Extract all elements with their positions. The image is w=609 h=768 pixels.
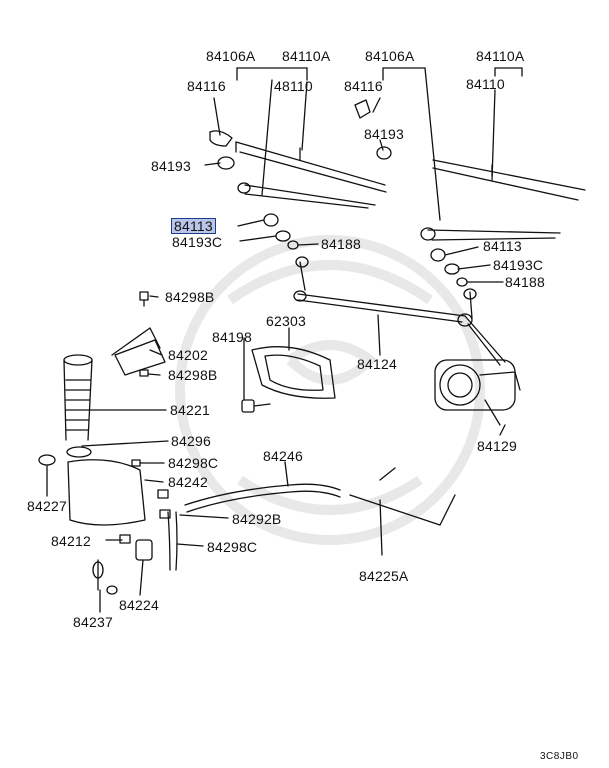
diagram-code: 3C8JB0 [540, 751, 579, 762]
wiper-linkage [293, 256, 506, 366]
part-label-84116-right[interactable]: 84116 [344, 78, 383, 94]
part-label-84296[interactable]: 84296 [171, 433, 211, 449]
part-label-84298b-mid[interactable]: 84298B [168, 367, 218, 383]
part-label-84193c-left[interactable]: 84193C [172, 234, 223, 250]
part-label-84193-left[interactable]: 84193 [151, 158, 191, 174]
left-wiper-blade [209, 130, 387, 193]
part-label-84113-right[interactable]: 84113 [483, 238, 522, 254]
motor-gasket [251, 346, 336, 399]
part-label-84188-left[interactable]: 84188 [321, 236, 361, 252]
part-label-84298c-low[interactable]: 84298C [207, 539, 258, 555]
right-wiper-arm [420, 227, 561, 241]
washer-hose [167, 467, 456, 571]
part-label-84212[interactable]: 84212 [51, 533, 91, 549]
part-label-84246[interactable]: 84246 [263, 448, 303, 464]
part-label-84124[interactable]: 84124 [357, 356, 397, 372]
washer-reservoir [66, 446, 146, 526]
part-label-84106a-left[interactable]: 84106A [206, 48, 256, 64]
wiper-motor [434, 359, 521, 426]
part-label-84237[interactable]: 84237 [73, 614, 113, 630]
reservoir-cap [38, 454, 56, 466]
part-label-84110a-right[interactable]: 84110A [476, 48, 525, 64]
part-label-84202[interactable]: 84202 [168, 347, 208, 363]
part-label-84298b-top[interactable]: 84298B [165, 289, 215, 305]
left-wiper-arm [237, 182, 376, 209]
part-label-84129[interactable]: 84129 [477, 438, 517, 454]
part-label-84242[interactable]: 84242 [168, 474, 208, 490]
reservoir-bracket [111, 327, 166, 376]
washer-pump [92, 539, 153, 595]
part-label-62303[interactable]: 62303 [266, 313, 306, 329]
part-label-84113-selected[interactable]: 84113 [171, 218, 216, 234]
part-label-84106a-right[interactable]: 84106A [365, 48, 415, 64]
part-label-84193c-right[interactable]: 84193C [493, 257, 544, 273]
part-label-84188-right[interactable]: 84188 [505, 274, 545, 290]
part-label-84298c-mid[interactable]: 84298C [168, 455, 219, 471]
right-wiper-blade [432, 159, 586, 201]
part-label-84193-top[interactable]: 84193 [364, 126, 404, 142]
part-label-84116-left[interactable]: 84116 [187, 78, 226, 94]
part-label-84224[interactable]: 84224 [119, 597, 159, 613]
part-label-84225a[interactable]: 84225A [359, 568, 409, 584]
leader-lines [46, 219, 506, 613]
part-label-84292b[interactable]: 84292B [232, 511, 282, 527]
part-label-84110[interactable]: 84110 [466, 76, 505, 92]
part-label-84110a-left[interactable]: 84110A [282, 48, 331, 64]
bolt-top [139, 291, 149, 307]
hose-connectors [119, 369, 171, 544]
bolt [241, 399, 271, 413]
part-label-48110[interactable]: 48110 [274, 78, 313, 94]
filler-hose [63, 354, 93, 441]
callout-brackets [204, 67, 523, 221]
part-label-84227[interactable]: 84227 [27, 498, 67, 514]
part-label-84221[interactable]: 84221 [170, 402, 210, 418]
part-label-84198[interactable]: 84198 [212, 329, 252, 345]
